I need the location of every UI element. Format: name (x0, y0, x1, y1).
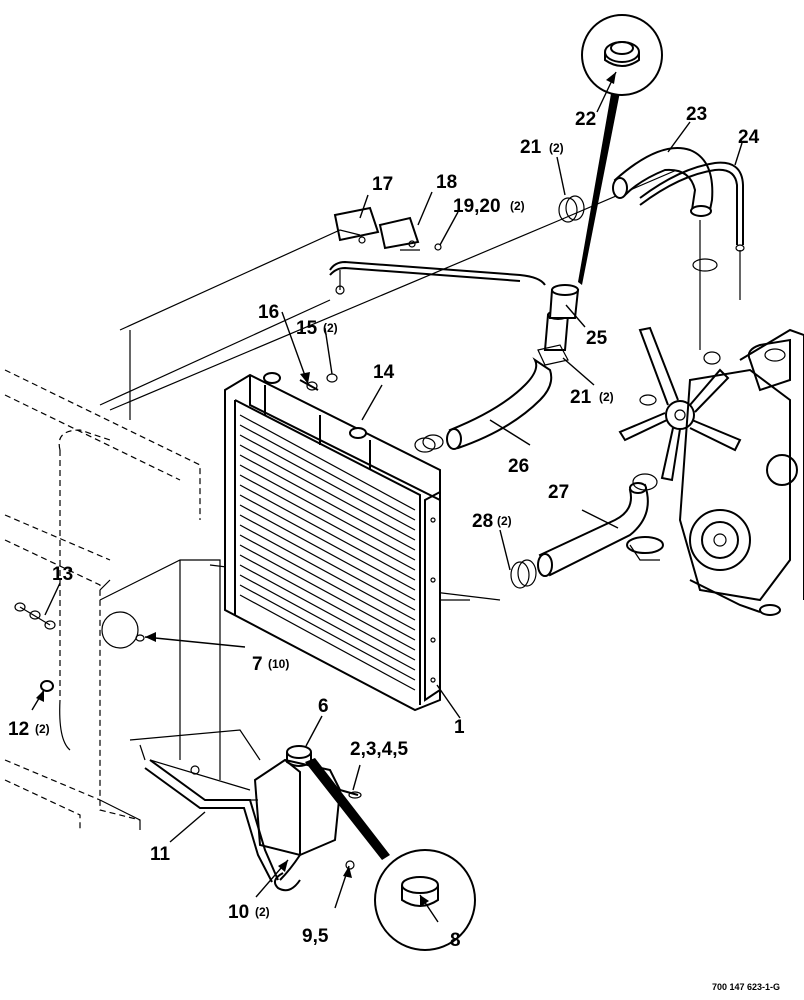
label-27: 27 (548, 482, 569, 503)
callout-labels: 17 18 19,20 (2) 21 (2) 22 23 24 25 21 (2… (8, 104, 780, 992)
label-19-20: 19,20 (453, 196, 501, 217)
label-22: 22 (575, 109, 596, 130)
overflow-tube (139, 744, 279, 883)
lower-hose (510, 473, 658, 589)
overflow-bottle (250, 745, 476, 951)
label-15: 15 (296, 318, 318, 339)
label-21-top-qty: (2) (549, 141, 564, 155)
label-23: 23 (686, 104, 707, 125)
label-7: 7 (252, 654, 263, 675)
label-10: 10 (228, 902, 249, 923)
hardware-left (14, 602, 145, 692)
label-19-20-qty: (2) (510, 199, 525, 213)
leader-lines (31, 71, 743, 923)
radiator (224, 372, 444, 712)
label-10-qty: (2) (255, 905, 270, 919)
hose-23-tube-24 (612, 147, 745, 365)
engine (618, 326, 804, 616)
label-24: 24 (738, 127, 760, 148)
label-2-3-4-5: 2,3,4,5 (350, 739, 409, 760)
label-18: 18 (436, 172, 457, 193)
label-28-qty: (2) (497, 514, 512, 528)
label-8: 8 (450, 930, 461, 951)
label-15-qty: (2) (323, 321, 338, 335)
upper-tube-assembly (329, 206, 546, 295)
label-17: 17 (372, 174, 393, 195)
label-7-qty: (10) (268, 657, 289, 671)
label-16: 16 (258, 302, 279, 323)
label-13: 13 (52, 564, 73, 585)
label-12: 12 (8, 719, 29, 740)
label-12-qty: (2) (35, 722, 50, 736)
label-9-5: 9,5 (302, 926, 329, 947)
cap-22-callout (578, 14, 663, 285)
label-21-mid-qty: (2) (599, 390, 614, 404)
chassis-frame (4, 369, 261, 830)
label-21-top: 21 (520, 137, 542, 158)
label-14: 14 (373, 362, 395, 383)
upper-hose (446, 195, 585, 450)
label-25: 25 (586, 328, 608, 349)
label-26: 26 (508, 456, 529, 477)
drawing-code: 700 147 623-1-G (712, 982, 780, 992)
label-28: 28 (472, 511, 493, 532)
label-21-mid: 21 (570, 387, 592, 408)
label-11: 11 (150, 844, 171, 865)
label-6: 6 (318, 696, 329, 717)
label-1: 1 (454, 717, 465, 738)
